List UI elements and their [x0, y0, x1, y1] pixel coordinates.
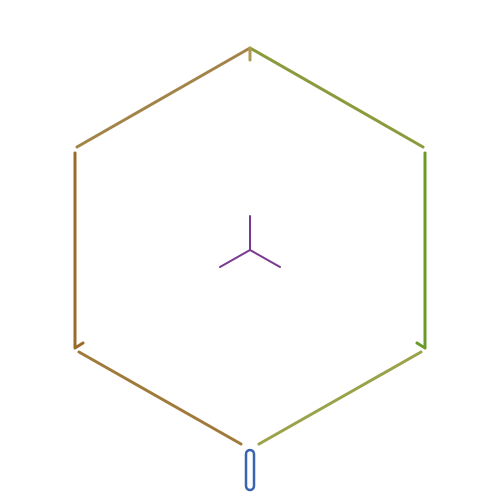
center-glyph-arm-right — [249, 249, 281, 268]
vertex-tick-bottom-left — [73, 341, 85, 350]
frame-edge-bottom-left — [77, 350, 243, 446]
frame-edge-bottom-right — [257, 350, 423, 446]
bottom-marker — [244, 448, 256, 492]
vertex-tick-bottom-right — [415, 341, 427, 350]
center-axis-glyph — [219, 215, 281, 268]
frame-edge-top-left — [75, 46, 252, 149]
center-glyph-arm-left — [219, 249, 251, 268]
frame-edge-top-right — [248, 46, 425, 149]
